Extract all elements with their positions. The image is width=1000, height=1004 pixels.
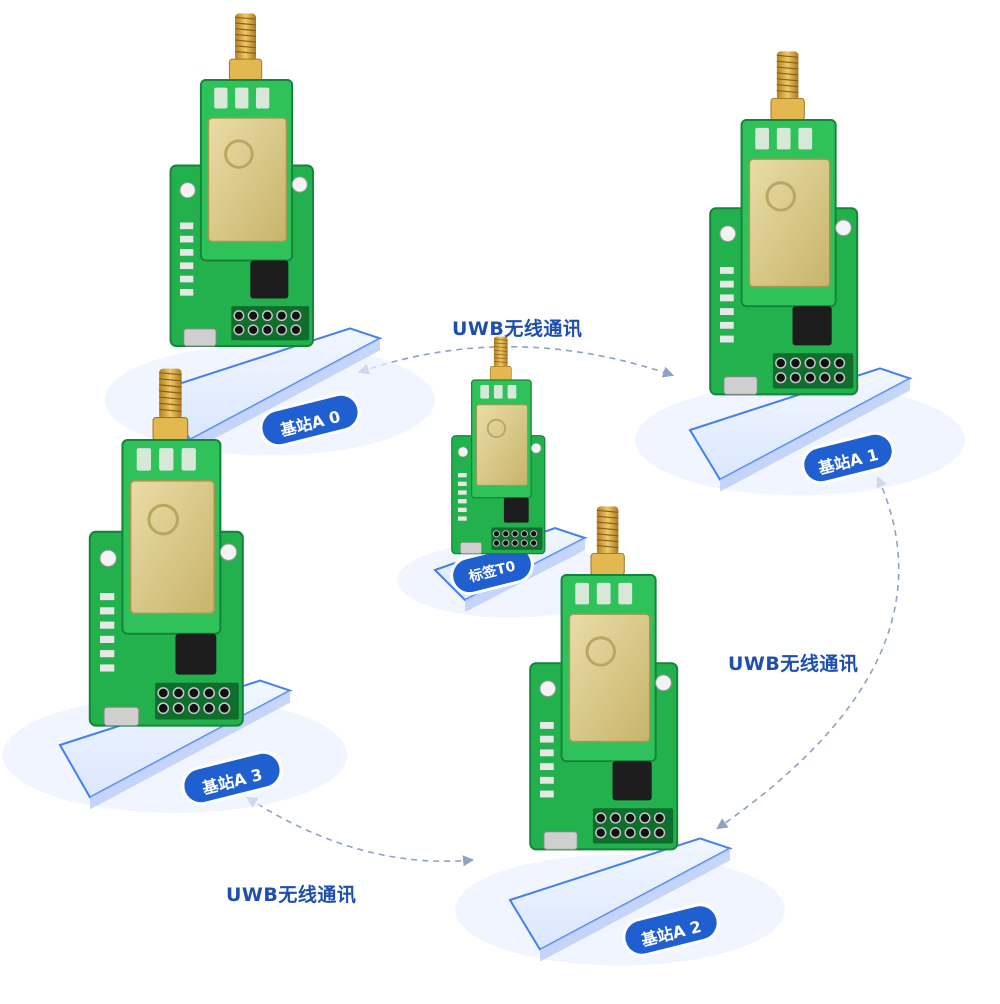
board-a1-usb bbox=[723, 376, 758, 395]
board-a2-header bbox=[592, 808, 674, 844]
platform-a0-badge bbox=[259, 392, 361, 448]
board-a0 bbox=[169, 13, 314, 347]
link-arrow-bottom bbox=[246, 796, 475, 867]
board-a1-header bbox=[772, 353, 854, 389]
board-t0-shield bbox=[476, 404, 528, 486]
board-t0-chip bbox=[503, 497, 529, 523]
board-a3-shield bbox=[129, 480, 216, 615]
link-arrow-right bbox=[716, 475, 900, 830]
board-t0-header bbox=[491, 527, 543, 550]
board-a3-chip bbox=[175, 633, 217, 675]
platform-a2 bbox=[455, 837, 785, 966]
link-arrow-top bbox=[357, 345, 675, 378]
board-a2-usb bbox=[543, 831, 578, 850]
board-a0-shield bbox=[207, 117, 288, 243]
board-a2-antenna bbox=[596, 506, 619, 556]
board-a1-chip bbox=[792, 306, 832, 346]
board-a0-chip bbox=[250, 260, 289, 299]
board-t0-antenna bbox=[493, 336, 508, 368]
board-a3-usb bbox=[103, 706, 140, 727]
board-a2 bbox=[529, 506, 679, 851]
link-label-top: UWB无线通讯 bbox=[452, 318, 583, 340]
link-label-bottom: UWB无线通讯 bbox=[226, 884, 357, 906]
board-t0 bbox=[451, 336, 546, 555]
platform-a3 bbox=[2, 679, 348, 813]
board-a0-header bbox=[231, 306, 310, 341]
board-a1 bbox=[709, 51, 859, 396]
board-a1-antenna bbox=[776, 51, 799, 101]
board-a3-antenna bbox=[159, 368, 182, 420]
platform-a2-badge bbox=[622, 903, 720, 957]
board-a3 bbox=[88, 368, 244, 727]
board-a3-header bbox=[155, 682, 239, 720]
board-a1-shield bbox=[748, 158, 831, 288]
board-a2-chip bbox=[612, 761, 652, 801]
board-t0-usb bbox=[460, 542, 482, 554]
board-a0-antenna bbox=[235, 13, 256, 61]
board-a0-usb bbox=[183, 328, 217, 347]
link-label-right: UWB无线通讯 bbox=[728, 653, 859, 675]
platform-a1-badge bbox=[801, 431, 895, 485]
board-a2-shield bbox=[568, 613, 651, 743]
platform-a3-badge bbox=[181, 750, 283, 806]
